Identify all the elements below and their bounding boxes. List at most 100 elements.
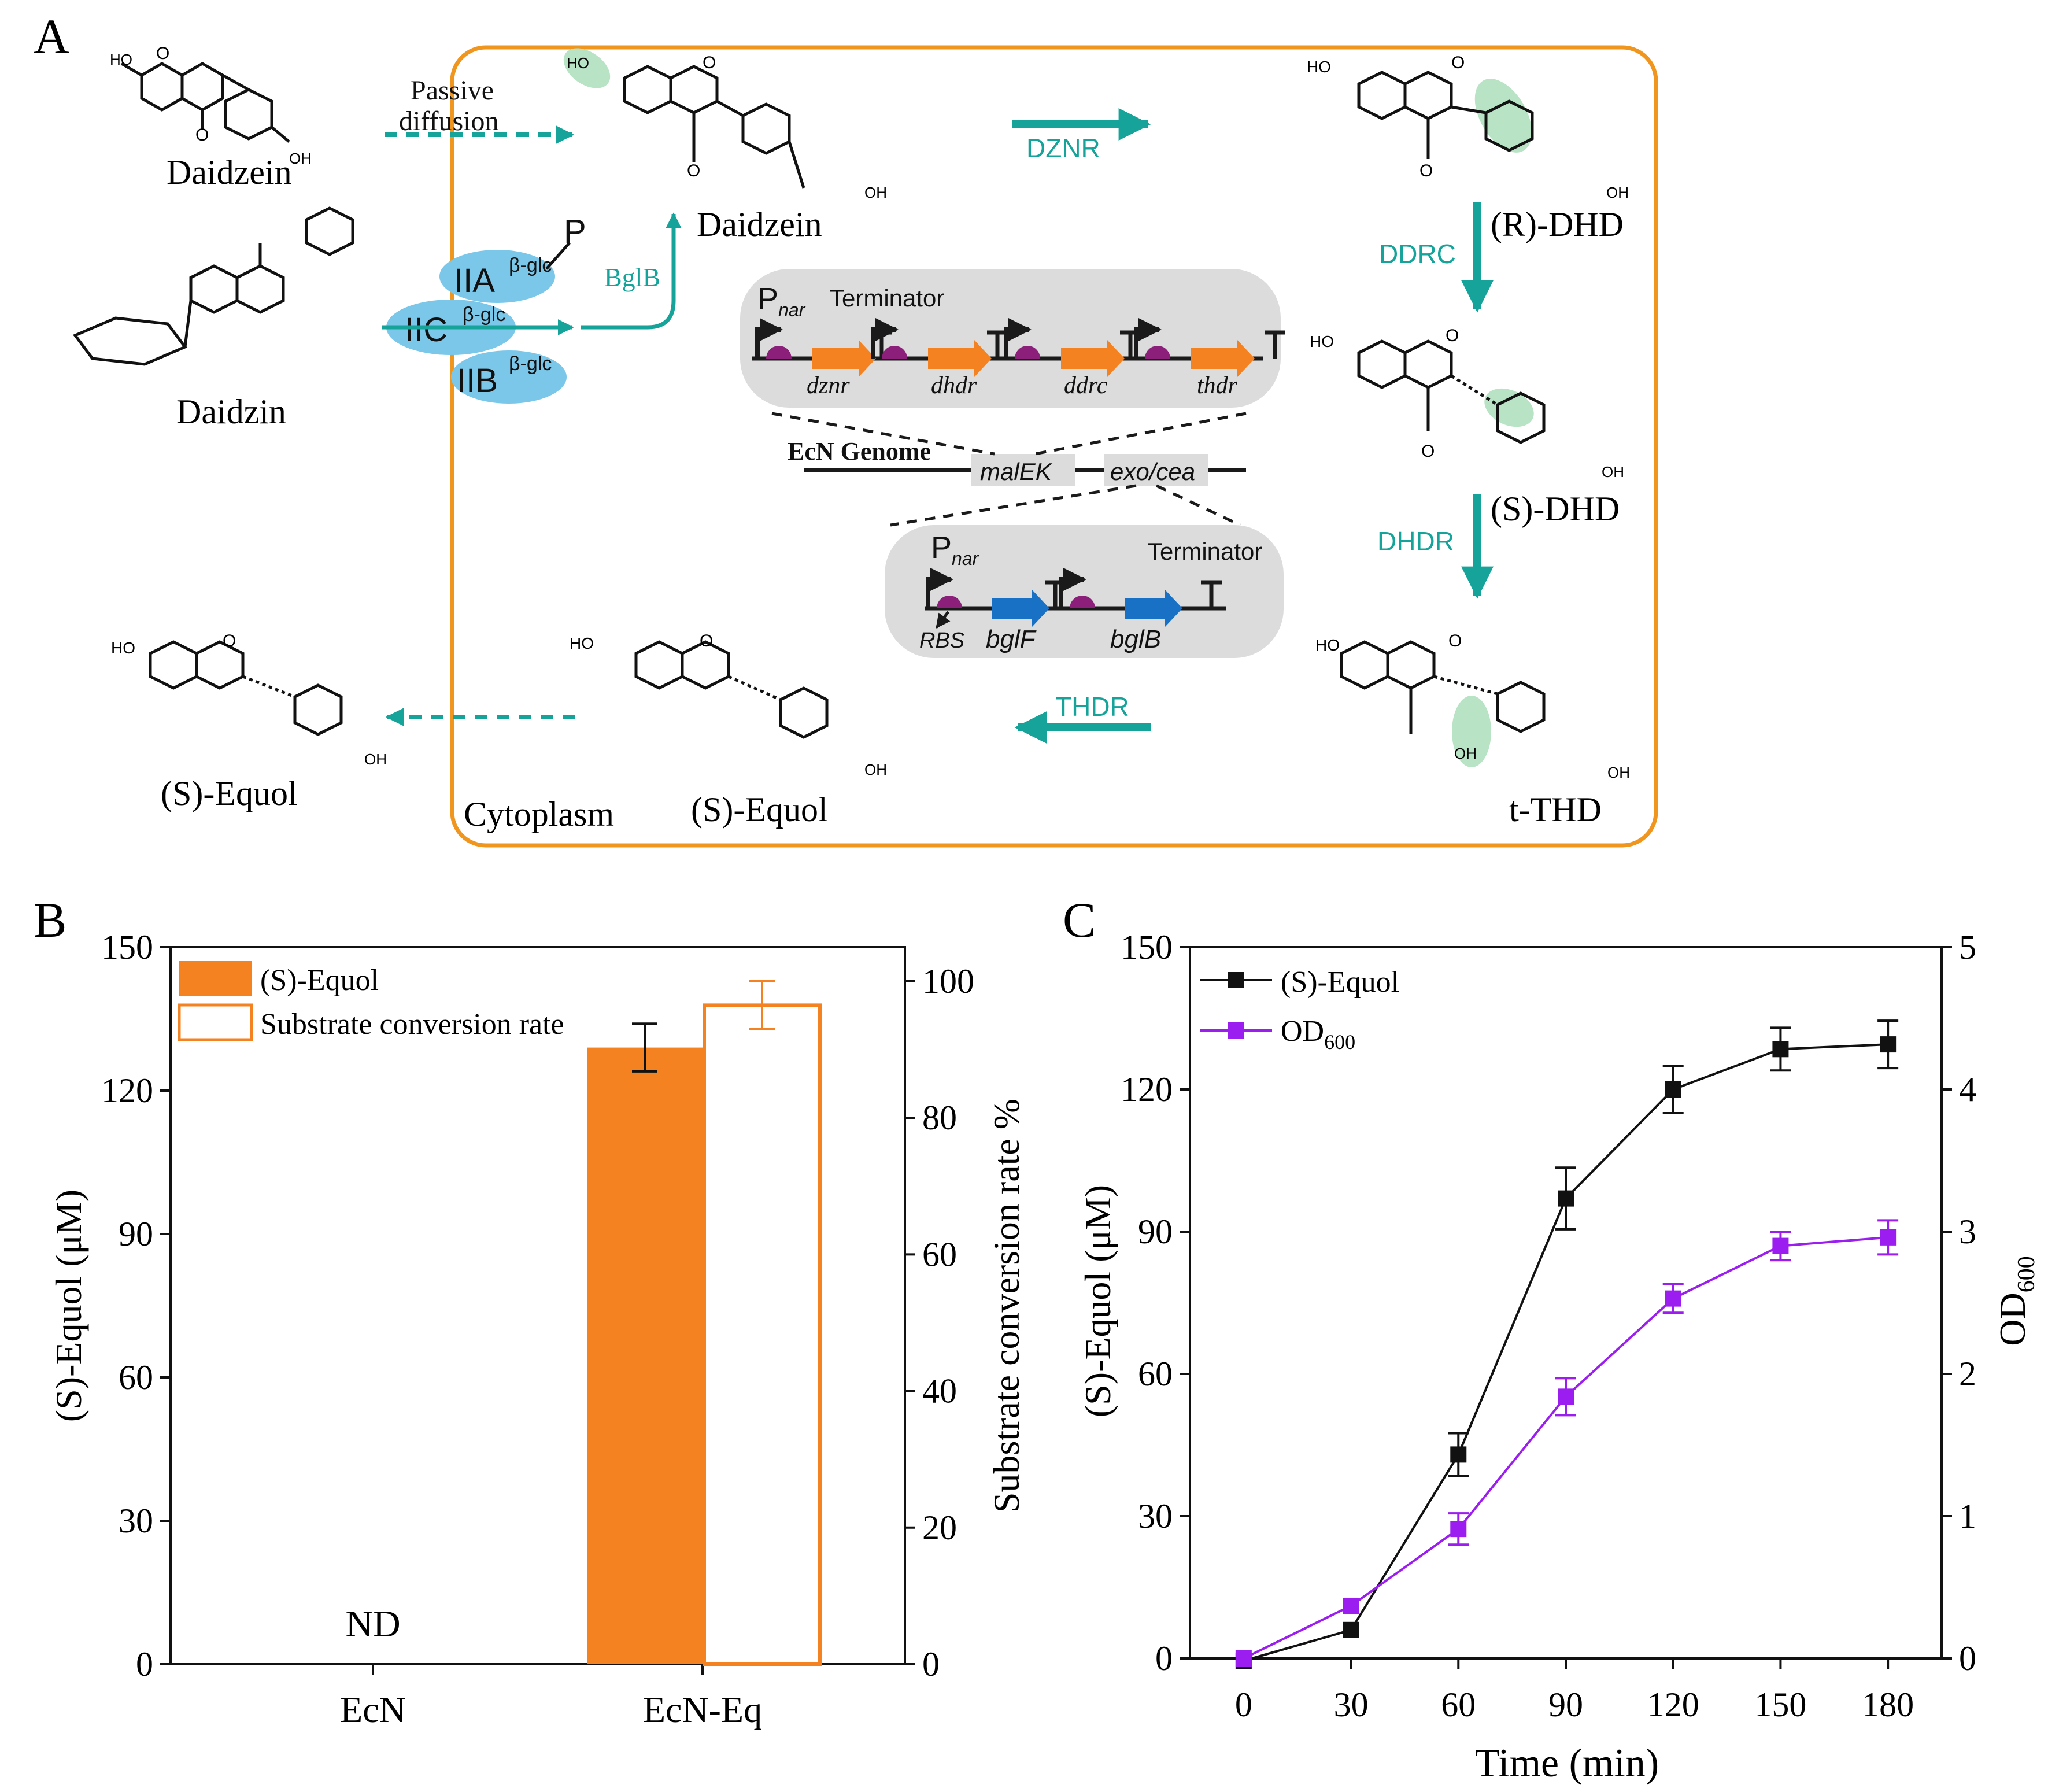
data-point: [1343, 1597, 1359, 1614]
y-tick-label-right-c: 3: [1959, 1213, 1976, 1251]
pts-iia-label: IIA: [454, 262, 495, 300]
x-tick-label-c: 180: [1862, 1686, 1914, 1724]
phosphate-label: P: [564, 213, 586, 250]
y-tick-label-right-b: 20: [922, 1509, 957, 1547]
gene-arrow: [928, 340, 992, 377]
passive-diffusion-label: Passive: [411, 75, 494, 106]
oh-label: OH: [864, 184, 887, 201]
y-axis-title-right-c: OD600: [1992, 1256, 2040, 1346]
oh-label: OH: [864, 761, 887, 778]
molecule-t-thd: [1340, 640, 1546, 734]
y-tick-label-left-b: 120: [101, 1071, 153, 1110]
o-label: O: [1421, 442, 1435, 461]
pnar-label: Pnar: [931, 530, 979, 569]
ddrc-label: DDRC: [1379, 239, 1456, 269]
highlight-c3: [1484, 388, 1534, 427]
panel-label-b: B: [34, 892, 66, 948]
x-tick-label-c: 150: [1754, 1686, 1806, 1724]
gene-label-top: dznr: [807, 372, 850, 399]
promoter-icon: [926, 568, 953, 608]
molecule-daidzein-inside: [623, 65, 805, 189]
y-axis-title-left-b: (S)-Equol (μM): [48, 1189, 89, 1422]
y-tick-label-right-b: 0: [922, 1645, 940, 1683]
bar-equol: [587, 1047, 703, 1664]
legend-label-equol: (S)-Equol: [1281, 966, 1399, 999]
molecule-equol-inside: [634, 640, 829, 739]
gene-label-top: thdr: [1197, 372, 1238, 399]
data-point: [1450, 1521, 1467, 1538]
r-dhd-label: (R)-DHD: [1491, 205, 1624, 243]
gene-label-bottom: bglB: [1110, 625, 1161, 653]
data-point: [1880, 1036, 1897, 1053]
o-label: O: [195, 125, 209, 145]
pts-sup-label: β-glc: [509, 254, 552, 276]
o-label: O: [1419, 161, 1433, 180]
passive-diffusion-label: diffusion: [399, 106, 498, 136]
oh-label: OH: [1454, 745, 1477, 762]
ho-label: HO: [570, 634, 594, 652]
data-point: [1343, 1621, 1359, 1638]
x-tick-label-c: 0: [1235, 1686, 1252, 1724]
data-point: [1665, 1081, 1681, 1098]
ho-label: HO: [1307, 58, 1331, 76]
x-axis-title-c: Time (min): [1475, 1741, 1659, 1786]
bglb-arrow: [581, 212, 682, 330]
gene-label-top-group: dznr dhdr ddrc thdr: [807, 372, 1238, 399]
ho-label: HO: [111, 639, 135, 657]
highlight-7oh: [563, 48, 611, 88]
ho-label: HO: [1315, 636, 1340, 654]
molecule-equol-outside: [149, 640, 343, 736]
o-label: O: [700, 631, 713, 651]
o-label: O: [1451, 53, 1465, 72]
y-tick-label-left-c: 60: [1138, 1355, 1173, 1393]
y-tick-label-right-c: 1: [1959, 1497, 1976, 1535]
data-point: [1450, 1446, 1467, 1463]
x-tick-label-c: 30: [1334, 1686, 1369, 1724]
legend-marker-equol: [1228, 972, 1244, 988]
t-thd-label: t-THD: [1509, 790, 1602, 829]
oh-label: OH: [289, 150, 312, 167]
y-tick-label-right-b: 40: [922, 1372, 957, 1410]
highlight-c3: [1474, 79, 1532, 153]
error-bar-equol: [632, 1022, 657, 1073]
legend-label-conversion: Substrate conversion rate: [260, 1008, 564, 1041]
gene-label-bottom: bglF: [986, 625, 1037, 653]
gene-arrow: [1061, 340, 1125, 377]
pts-sup-label: β-glc: [509, 353, 552, 375]
panel-a: A HO O O OH Daidzein Passive diffusion: [34, 9, 1658, 848]
series-c: [1235, 1019, 1899, 1669]
x-tick-label-b: EcN-Eq: [643, 1689, 762, 1730]
bar-conversion-rate: [703, 1003, 822, 1666]
locus-malEK: [971, 454, 1075, 486]
x-tick-label-c: 60: [1441, 1686, 1476, 1724]
thdr-label: THDR: [1055, 692, 1129, 722]
equol-outside-label: (S)-Equol: [161, 774, 298, 812]
y-tick-label-left-c: 30: [1138, 1497, 1173, 1535]
gene-cassette-bottom: [885, 525, 1284, 658]
pts-IIB: [451, 350, 567, 404]
data-point: [1558, 1388, 1574, 1405]
series-line: [1243, 1236, 1888, 1660]
gene-arrow: [812, 340, 876, 377]
rbs-pointer: [935, 611, 951, 629]
y-tick-label-left-b: 30: [119, 1502, 153, 1540]
gene-arrow: [992, 590, 1049, 627]
series-line: [1243, 1043, 1888, 1662]
molecule-daidzein-outside: [120, 62, 290, 143]
plot-area-c: [1189, 946, 1943, 1660]
gene-label-top: ddrc: [1064, 372, 1108, 399]
data-point: [1880, 1229, 1897, 1246]
nd-annotation: ND: [345, 1603, 400, 1645]
rbs-label: RBS: [919, 629, 964, 653]
cell-cytoplasm-border: [450, 45, 1658, 848]
legend-swatch-equol: [179, 961, 252, 996]
y-tick-label-right-c: 2: [1959, 1355, 1976, 1393]
rbs-icon: [1070, 596, 1095, 608]
legend-swatch-conversion: [178, 1003, 253, 1041]
y-tick-label-left-c: 0: [1155, 1639, 1173, 1678]
rbs-icon: [937, 596, 962, 608]
panel-label-a: A: [34, 9, 69, 64]
pts-sup-label: β-glc: [463, 304, 505, 326]
y-tick-label-left-b: 60: [119, 1358, 153, 1396]
